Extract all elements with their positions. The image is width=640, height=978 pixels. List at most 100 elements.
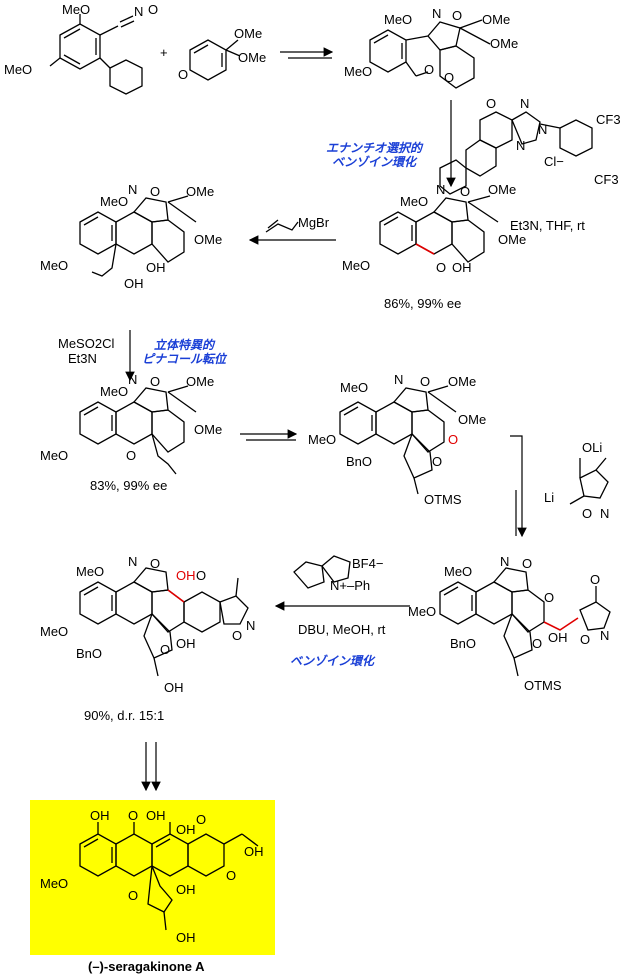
- cond-et3n-2: Et3N: [68, 351, 97, 366]
- atom-o-f-ketone: O: [544, 590, 554, 605]
- atom-otms-e: OTMS: [424, 492, 462, 507]
- atom-o-e-ketone-red: O: [448, 432, 458, 447]
- atom-meo-d-top: MeO: [100, 384, 128, 399]
- atom-meo-d-left: MeO: [40, 448, 68, 463]
- atom-n-g-isox: N: [246, 618, 255, 633]
- atom-o-g-thf: O: [160, 642, 170, 657]
- atom-o-cat: O: [486, 96, 496, 111]
- product-name: (–)-seragakinone A: [88, 959, 205, 974]
- atom-oh-p-4: OH: [244, 844, 264, 859]
- atom-o-g-ring: O: [150, 556, 160, 571]
- atom-n-cat-1: N: [520, 96, 529, 111]
- atom-oh-f: OH: [548, 630, 568, 645]
- atom-o-g-isox: O: [232, 628, 242, 643]
- atom-oh-p-2: OH: [146, 808, 166, 823]
- product-highlight: [30, 800, 275, 955]
- atom-o-sm2: O: [178, 67, 188, 82]
- atom-ome-c-2: OMe: [194, 232, 222, 247]
- atom-o-a-ring: O: [452, 8, 462, 23]
- intermediate-spiro-ketone: [339, 385, 457, 495]
- plus-sign: +: [160, 45, 168, 60]
- reagent-lithio-isoxazole: [569, 457, 609, 505]
- atom-meo-f-left: MeO: [408, 604, 436, 619]
- atom-n-c: N: [128, 182, 137, 197]
- new-bond-red-2: [543, 617, 579, 631]
- cond-dbu: DBU, MeOH, rt: [298, 622, 386, 637]
- atom-n-cat-2: N: [516, 138, 525, 153]
- atom-bno-g: BnO: [76, 646, 102, 661]
- atom-o-p-2: O: [196, 812, 206, 827]
- atom-oh-g-red: OH: [176, 568, 196, 583]
- atom-bno-f: BnO: [450, 636, 476, 651]
- atom-meo-g-left: MeO: [40, 624, 68, 639]
- cond-n-ph: N+–Ph: [330, 578, 371, 593]
- atom-ome-e-2: OMe: [458, 412, 486, 427]
- atom-oli: OLi: [582, 440, 602, 455]
- atom-o-f-ald: O: [590, 572, 600, 587]
- atom-ome-a-1: OMe: [482, 12, 510, 27]
- atom-li: Li: [544, 490, 554, 505]
- atom-o-f-isox: O: [580, 632, 590, 647]
- atom-oh-p-6: OH: [176, 930, 196, 945]
- intermediate-allyl-adduct: [79, 195, 197, 277]
- atom-o-e-ring: O: [420, 374, 430, 389]
- atom-ome-c-1: OMe: [186, 184, 214, 199]
- atom-o-b-ring: O: [460, 184, 470, 199]
- yield-90: 90%, d.r. 15:1: [84, 708, 165, 723]
- atom-o-f-ring: O: [522, 556, 532, 571]
- yield-86: 86%, 99% ee: [384, 296, 462, 311]
- atom-o-d-ketone: O: [126, 448, 136, 463]
- atom-meo-g-top: MeO: [76, 564, 104, 579]
- atom-ome-e-1: OMe: [448, 374, 476, 389]
- atom-oh-p-5: OH: [176, 882, 196, 897]
- label-benzoin-cyclization: ベンゾイン環化: [290, 654, 375, 668]
- yield-83: 83%, 99% ee: [90, 478, 168, 493]
- atom-otms-f: OTMS: [524, 678, 562, 693]
- atom-oh-g: OH: [176, 636, 196, 651]
- intermediate-pinacol-product: [79, 385, 197, 475]
- intermediate-coupled-aldehyde: [439, 567, 611, 677]
- atom-oh-p-1: OH: [90, 808, 110, 823]
- atom-meo-p: MeO: [40, 876, 68, 891]
- atom-meo-sm1-left: MeO: [4, 62, 32, 77]
- starting-material-quinone-ketal: [189, 39, 241, 81]
- atom-oh-c-2: OH: [146, 260, 166, 275]
- atom-o-e-thf: O: [432, 454, 442, 469]
- atom-n-f-isox: N: [600, 628, 609, 643]
- cond-mesocl: MeSO2Cl: [58, 336, 115, 351]
- atom-n-f: N: [500, 554, 509, 569]
- atom-oh-p-3: OH: [176, 822, 196, 837]
- atom-n-sm1: N: [134, 4, 143, 19]
- atom-o-a-ald: O: [424, 62, 434, 77]
- atom-meo-e-left: MeO: [308, 432, 336, 447]
- atom-ome-d-2: OMe: [194, 422, 222, 437]
- atom-n-e: N: [394, 372, 403, 387]
- product-seragakinone-a: [79, 822, 259, 931]
- atom-o-c-ring: O: [150, 184, 160, 199]
- atom-ome-sm2-b: OMe: [238, 50, 266, 65]
- cond-allyl-mgbr: MgBr: [298, 215, 330, 230]
- atom-n-reagent: N: [600, 506, 609, 521]
- atom-o-b-ketone: O: [436, 260, 446, 275]
- atom-n-b: N: [436, 182, 445, 197]
- intermediate-cyclized-product: [79, 567, 249, 677]
- atom-oh-b: OH: [452, 260, 472, 275]
- new-bond-red-3: [167, 589, 185, 603]
- atom-cf3-1: CF3: [596, 112, 621, 127]
- atom-o-f-thf: O: [532, 636, 542, 651]
- atom-cf3-2: CF3: [594, 172, 619, 187]
- label-enantioselective-benzoin: エナンチオ選択的 ベンゾイン環化: [326, 141, 423, 169]
- atom-ome-d-1: OMe: [186, 374, 214, 389]
- atom-ome-a-2: OMe: [490, 36, 518, 51]
- atom-bno-e: BnO: [346, 454, 372, 469]
- atom-ome-sm2-a: OMe: [234, 26, 262, 41]
- atom-n-d: N: [128, 372, 137, 387]
- atom-o-p-3: O: [226, 868, 236, 883]
- cond-bf4: BF4−: [352, 556, 384, 571]
- atom-meo-a-left: MeO: [344, 64, 372, 79]
- atom-meo-c-top: MeO: [100, 194, 128, 209]
- catalyst-triazolium: [439, 111, 593, 195]
- atom-meo-f-top: MeO: [444, 564, 472, 579]
